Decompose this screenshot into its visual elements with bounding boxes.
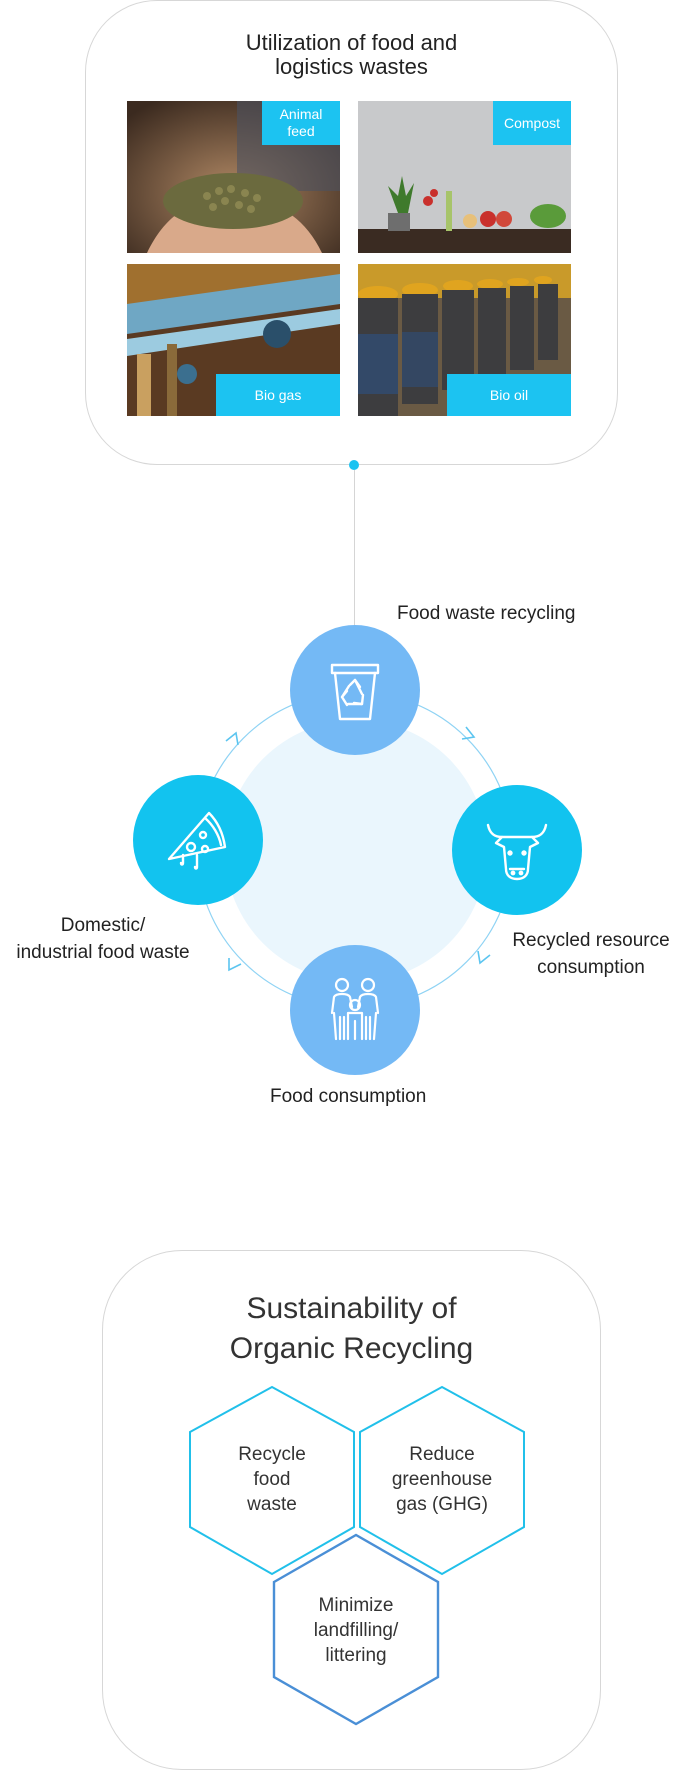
node-food-consumption [290, 945, 420, 1075]
arrow-top-left [225, 731, 239, 746]
node-food-waste-recycling [290, 625, 420, 755]
hex-label-minimize-line2: landfilling/ [313, 1620, 399, 1641]
cycle-background [225, 720, 487, 982]
animal-feed-tile: Animal feed [127, 101, 340, 253]
arrow-bottom-left [228, 958, 242, 972]
animal-feed-label-line1: Animal [279, 106, 323, 122]
label-food-waste-recycling: Food waste recycling [397, 603, 576, 624]
hex-label-recycle-line2: food [253, 1469, 291, 1490]
sustainability-title: Sustainability of Organic Recycling [103, 1289, 600, 1369]
animal-feed-label: Animal feed [262, 101, 340, 145]
bio-gas-label: Bio gas [216, 374, 340, 416]
hex-reduce-ghg [359, 1385, 525, 1576]
bio-oil-tile: Bio oil [358, 264, 571, 416]
hex-label-reduce-line2: greenhouse [391, 1469, 493, 1490]
utilization-title: Utilization of food and logistics wastes [86, 31, 617, 79]
hex-recycle-food-waste [189, 1385, 355, 1576]
node-domestic-waste [133, 775, 263, 905]
label-food-consumption: Food consumption [270, 1086, 427, 1107]
utilization-title-line1: Utilization of food and [245, 30, 458, 55]
hex-label-reduce-ghg: Reduce greenhouse gas (GHG) [367, 1442, 517, 1517]
hex-minimize-landfilling [272, 1533, 440, 1726]
hex-label-reduce-line3: gas (GHG) [396, 1494, 488, 1515]
cycle-arrows [225, 726, 491, 972]
label-recycled-resource-line1: Recycled resource [512, 930, 670, 951]
hex-label-minimize-landfilling: Minimize landfilling/ littering [281, 1593, 431, 1668]
label-domestic-waste: Domestic/ industrial food waste [8, 912, 198, 966]
pizza-icon [167, 811, 227, 870]
bio-oil-label: Bio oil [447, 374, 571, 416]
hex-label-reduce-line1: Reduce [409, 1444, 475, 1465]
animal-feed-label-line2: feed [287, 123, 315, 139]
arrow-top-right [461, 726, 476, 740]
hex-label-recycle-food-waste: Recycle food waste [197, 1442, 347, 1517]
compost-label: Compost [493, 101, 571, 145]
node-recycled-resource [452, 785, 582, 915]
label-domestic-waste-line2: industrial food waste [16, 942, 190, 963]
sustainability-title-line2: Organic Recycling [229, 1332, 474, 1365]
family-icon [330, 977, 380, 1041]
hex-label-recycle-line3: waste [247, 1494, 297, 1515]
hex-label-recycle-line1: Recycle [238, 1444, 306, 1465]
label-recycled-resource-line2: consumption [537, 957, 645, 978]
bio-gas-tile: Bio gas [127, 264, 340, 416]
utilization-card: Utilization of food and logistics wastes… [85, 0, 618, 465]
arrow-bottom-right [477, 950, 491, 965]
recycle-bin-icon [330, 663, 380, 721]
hex-label-minimize-line1: Minimize [318, 1595, 394, 1616]
connector-dot [349, 460, 359, 470]
label-recycled-resource: Recycled resource consumption [504, 927, 678, 981]
connector-line [354, 470, 355, 626]
cow-icon [486, 823, 548, 881]
utilization-title-line2: logistics wastes [275, 54, 428, 79]
label-domestic-waste-line1: Domestic/ [60, 915, 146, 936]
compost-tile: Compost [358, 101, 571, 253]
sustainability-title-line1: Sustainability of [246, 1292, 457, 1325]
hex-label-minimize-line3: littering [325, 1645, 387, 1666]
